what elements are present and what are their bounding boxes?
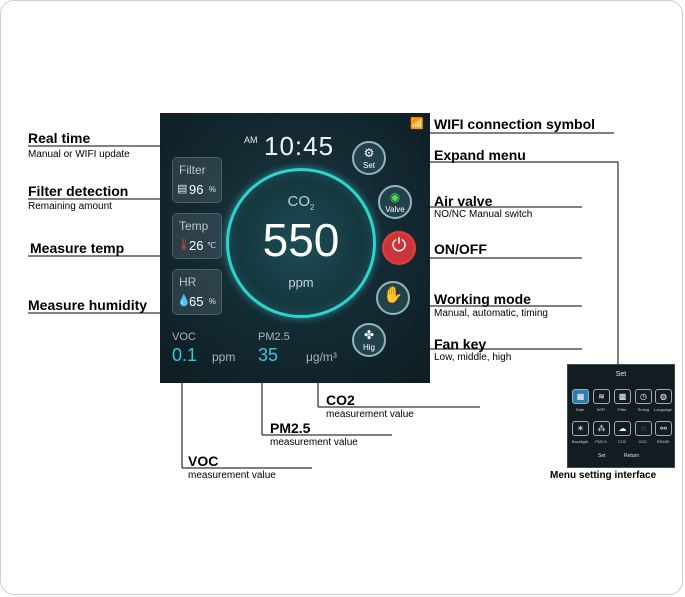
expand-menu-title: Expand menu <box>434 147 526 163</box>
filter-label: Filter <box>179 163 206 177</box>
menu-item-pm25: PM2.5 <box>595 439 607 444</box>
menu-title: Set <box>615 371 627 378</box>
fan-button[interactable]: ✤ Hig <box>352 323 386 357</box>
filter-icon[interactable]: ▩ <box>614 389 631 404</box>
toggle-icon: ◉ <box>389 190 401 204</box>
filter-unit: % <box>208 185 216 194</box>
real-time-title: Real time <box>28 130 91 146</box>
pm25-title: PM2.5 <box>270 420 311 436</box>
pm25-value: 35 <box>258 345 279 365</box>
temp-label: Temp <box>179 219 209 233</box>
link-icon[interactable]: ⚯ <box>655 421 672 436</box>
working-mode-title: Working mode <box>434 291 531 307</box>
filter-value: 96 <box>189 182 204 197</box>
power-icon: ⏻ <box>391 235 407 255</box>
voc-value: 0.1 <box>172 345 198 365</box>
co2-title: CO2 <box>326 392 355 408</box>
pm25-label: PM2.5 <box>258 331 290 343</box>
co2-sub: measurement value <box>326 409 414 420</box>
clock-am: AM <box>244 135 258 145</box>
working-mode-button[interactable]: ✋ <box>376 281 410 315</box>
co2-value: 550 <box>262 214 340 266</box>
wifi-icon: 📶 <box>410 118 424 130</box>
humidity-box: HR 💧 65 % <box>172 269 222 315</box>
pm25-unit: μg/m³ <box>306 350 337 364</box>
menu-item-date: Date <box>575 407 585 412</box>
valve-button-label: Valve <box>385 205 405 214</box>
voc-unit: ppm <box>212 350 236 364</box>
measure-humidity-title: Measure humidity <box>28 297 148 313</box>
wifi-title: WIFI connection symbol <box>434 116 596 132</box>
voc-label: VOC <box>172 331 196 343</box>
filter-box: Filter ▤ 96 % <box>172 157 222 203</box>
set-button-label: Set <box>362 161 375 170</box>
menu-item-rs485: RS485 <box>656 439 670 444</box>
voc-sub: measurement value <box>188 470 276 481</box>
co2-ring: CO2 550 ppm <box>226 168 376 318</box>
gear-icon: ⚙ <box>363 146 375 160</box>
menu-caption: Menu setting interface <box>550 470 657 481</box>
filter-detection-sub: Remaining amount <box>28 201 112 212</box>
real-time-sub: Manual or WIFI update <box>28 149 130 160</box>
temp-unit: ℃ <box>207 241 216 250</box>
valve-button[interactable]: ◉ Valve <box>378 185 412 219</box>
on-off-title: ON/OFF <box>434 241 487 257</box>
co2-unit: ppm <box>288 275 314 290</box>
menu-set-button[interactable]: Set <box>598 453 606 459</box>
power-button[interactable]: ⏻ <box>382 231 416 265</box>
fan-key-sub: Low, middle, high <box>434 352 512 363</box>
filter-detection-title: Filter detection <box>28 183 129 199</box>
menu-item-language: Language <box>654 407 672 412</box>
globe-icon[interactable]: ◍ <box>655 389 672 404</box>
dust-icon[interactable]: ⁂ <box>593 421 610 436</box>
humidity-unit: % <box>208 297 216 306</box>
menu-item-voc: VOC <box>638 439 648 444</box>
voc-icon[interactable]: ◌ <box>635 421 652 436</box>
menu-item-wifi: WIFI <box>596 407 606 412</box>
air-valve-sub: NO/NC Manual switch <box>434 209 533 220</box>
fan-button-label: Hig <box>362 343 375 352</box>
menu-item-filter: Filter <box>617 407 627 412</box>
humidity-value: 65 <box>189 294 204 309</box>
thermometer-icon: 🌡 <box>177 239 191 251</box>
menu-item-backlight: Backlight <box>571 439 589 444</box>
co2-label: CO2 <box>287 193 315 212</box>
voc-title: VOC <box>188 453 219 469</box>
sun-icon[interactable]: ☀ <box>572 421 589 436</box>
clock-time: 10:45 <box>264 131 335 161</box>
alarm-clock-icon[interactable]: ◷ <box>635 389 652 404</box>
water-drop-icon: 💧 <box>177 295 191 307</box>
temp-box: Temp 🌡 26 ℃ <box>172 213 222 259</box>
measure-temp-title: Measure temp <box>30 240 125 256</box>
pm25-sub: measurement value <box>270 437 358 448</box>
cloud-icon[interactable]: ☁ <box>614 421 631 436</box>
menu-setting-panel: Set ▦ ≋ ▩ ◷ ◍ Date WIFI Filter Timing La… <box>567 364 675 468</box>
filter-icon: ▤ <box>177 183 188 195</box>
working-mode-sub: Manual, automatic, timing <box>434 308 548 319</box>
menu-return-button[interactable]: Return <box>624 453 640 459</box>
menu-item-timing: Timing <box>637 407 649 412</box>
fan-icon: ✤ <box>363 328 375 342</box>
wifi-icon[interactable]: ≋ <box>593 389 610 404</box>
calendar-icon[interactable]: ▦ <box>572 389 589 404</box>
air-valve-title: Air valve <box>434 193 493 209</box>
hand-icon: ✋ <box>383 287 403 304</box>
temp-value: 26 <box>189 238 204 253</box>
humidity-label: HR <box>179 275 197 289</box>
set-button[interactable]: ⚙ Set <box>352 141 386 175</box>
device-screen: AM 10:45 Filter ▤ 96 % Temp 🌡 26 ℃ HR 💧 … <box>160 113 430 383</box>
fan-key-title: Fan key <box>434 336 487 352</box>
menu-item-co2: CO2 <box>617 439 627 444</box>
